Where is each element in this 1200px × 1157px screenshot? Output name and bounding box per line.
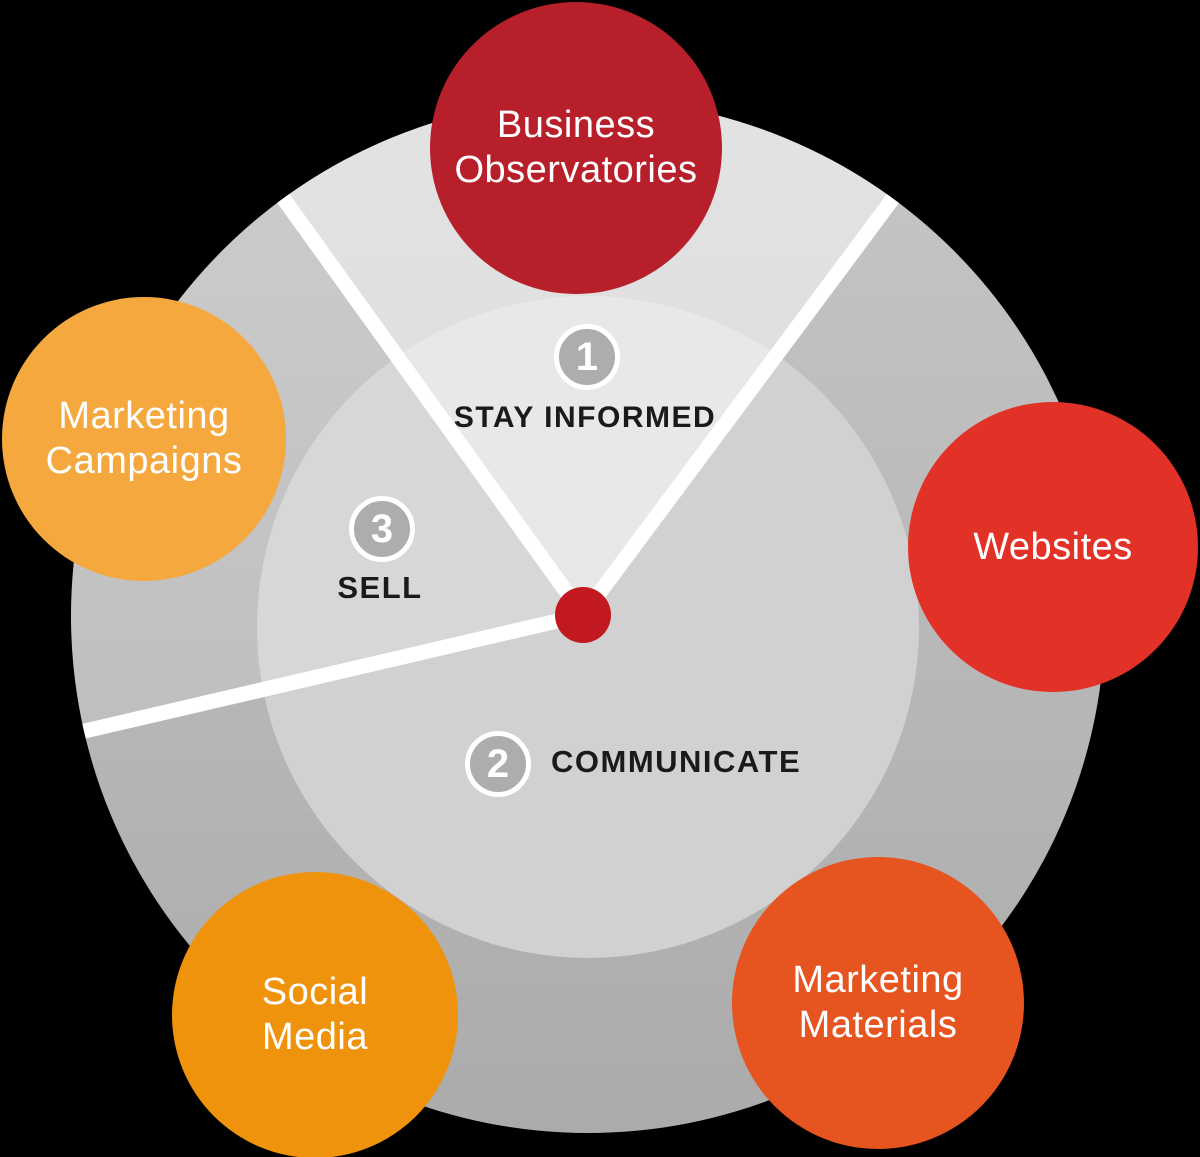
step-number-3: 3 <box>370 506 394 551</box>
label-stay-informed-line2: INFORMED <box>544 401 717 434</box>
label-sell: SELL <box>280 571 480 605</box>
label-stay-informed: STAY INFORMED <box>435 401 735 435</box>
bubble-marketing-campaigns: Marketing Campaigns <box>2 297 286 581</box>
bubble-business-observatories-line2: Observatories <box>454 149 698 191</box>
label-sell-text: SELL <box>337 570 423 605</box>
label-communicate-text: COMMUNICATE <box>551 744 802 779</box>
label-communicate: COMMUNICATE <box>551 745 801 779</box>
step-number-2: 2 <box>486 741 510 786</box>
label-stay-informed-line1: STAY <box>453 401 535 434</box>
bubble-marketing-materials: Marketing Materials <box>732 857 1024 1149</box>
bubble-marketing-materials-line2: Materials <box>798 1004 958 1046</box>
bubble-business-observatories-line1: Business <box>496 104 656 147</box>
step-number-1: 1 <box>575 334 599 379</box>
step-badge-1: 1 <box>554 324 620 390</box>
bubble-social-media: Social Media <box>172 872 458 1157</box>
bubble-websites: Websites <box>908 402 1198 692</box>
step-badge-3: 3 <box>349 496 415 562</box>
bubble-marketing-materials-line1: Marketing <box>792 959 964 1002</box>
center-dot <box>555 587 611 643</box>
step-badge-2: 2 <box>465 731 531 797</box>
bubble-social-media-line2: Media <box>262 1016 368 1058</box>
divider-line-left <box>71 607 585 759</box>
bubble-marketing-campaigns-line1: Marketing <box>58 395 230 438</box>
bubble-social-media-line1: Social <box>261 971 369 1014</box>
bubble-marketing-campaigns-line2: Campaigns <box>45 440 243 482</box>
bubble-business-observatories: Business Observatories <box>430 2 722 294</box>
bubble-websites-line1: Websites <box>973 525 1133 568</box>
